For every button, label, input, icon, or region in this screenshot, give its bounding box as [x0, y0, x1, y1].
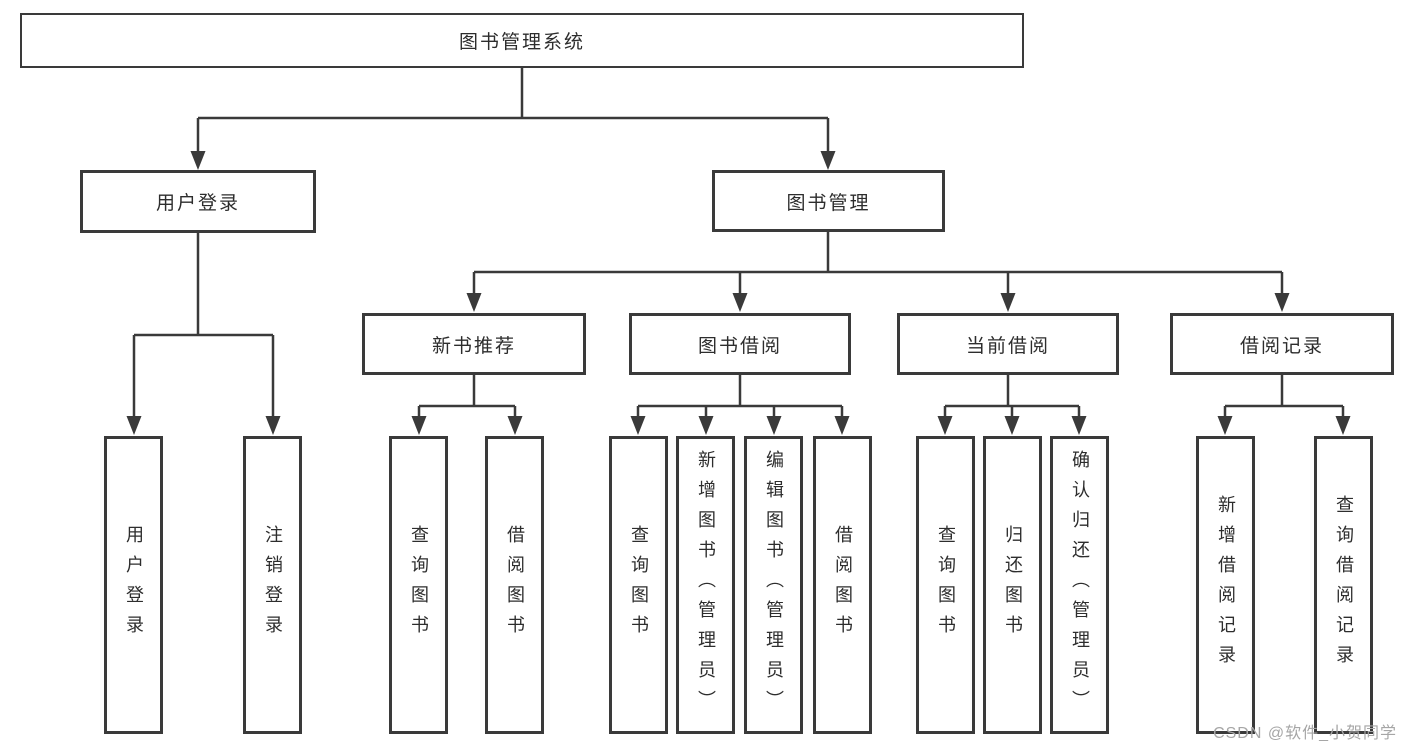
leaf-user-login: 用户登录 [104, 436, 163, 734]
leaf-label: 借阅图书 [833, 525, 853, 645]
leaf-label: 归还图书 [1003, 525, 1023, 645]
leaf-label: 注销登录 [263, 525, 283, 645]
branch-user-login: 用户登录 [80, 170, 316, 233]
leaf-label: 用户登录 [124, 525, 144, 645]
leaf-return-books: 归还图书 [983, 436, 1042, 734]
leaf-label: 编辑图书（管理员） [764, 450, 784, 720]
leaf-label: 新增借阅记录 [1216, 495, 1236, 675]
leaf-edit-books-admin: 编辑图书（管理员） [744, 436, 803, 734]
leaf-logout: 注销登录 [243, 436, 302, 734]
leaf-query-borrow-record: 查询借阅记录 [1314, 436, 1373, 734]
arrowhead-icons [126, 151, 1351, 435]
leaf-add-borrow-record: 新增借阅记录 [1196, 436, 1255, 734]
leaf-label: 查询图书 [936, 525, 956, 645]
watermark: CSDN @软件_小贺同学 [1213, 725, 1397, 742]
node-book-borrowing: 图书借阅 [629, 313, 851, 375]
leaf-label: 查询借阅记录 [1334, 495, 1354, 675]
leaf-borrow-books-recommend: 借阅图书 [485, 436, 544, 734]
node-library-management-system: 图书管理系统 [20, 13, 1024, 68]
node-new-book-recommendation: 新书推荐 [362, 313, 586, 375]
leaf-label: 查询图书 [629, 525, 649, 645]
node-current-borrowing: 当前借阅 [897, 313, 1119, 375]
leaf-label: 借阅图书 [505, 525, 525, 645]
leaf-label: 确认归还（管理员） [1070, 450, 1090, 720]
leaf-label: 查询图书 [409, 525, 429, 645]
leaf-confirm-return-admin: 确认归还（管理员） [1050, 436, 1109, 734]
connector-path [132, 68, 1345, 418]
node-borrowing-records: 借阅记录 [1170, 313, 1394, 375]
leaf-borrow-books-borrowing: 借阅图书 [813, 436, 872, 734]
leaf-query-books-borrowing: 查询图书 [609, 436, 668, 734]
leaf-query-books-current: 查询图书 [916, 436, 975, 734]
leaf-add-books-admin: 新增图书（管理员） [676, 436, 735, 734]
branch-book-management: 图书管理 [712, 170, 945, 232]
leaf-query-books-recommend: 查询图书 [389, 436, 448, 734]
leaf-label: 新增图书（管理员） [696, 450, 716, 720]
